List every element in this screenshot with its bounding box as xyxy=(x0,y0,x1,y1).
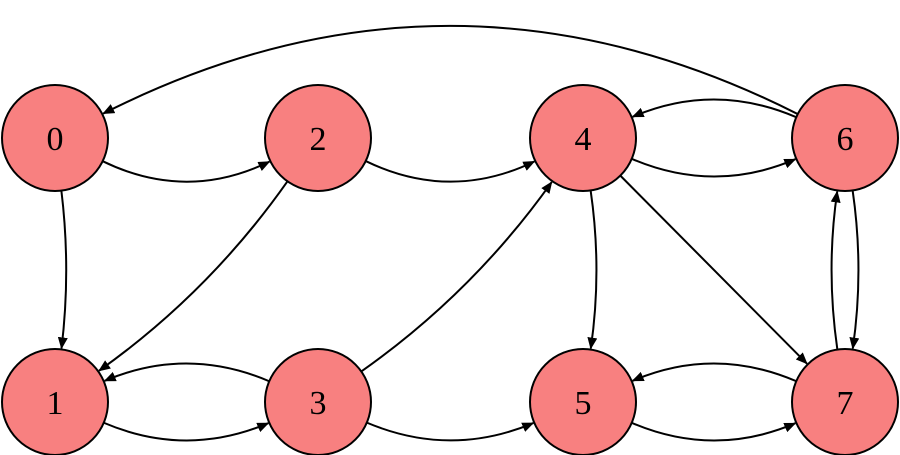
edge-4-to-5 xyxy=(587,190,598,350)
edge-2-to-1 xyxy=(98,180,289,372)
node-7-circle xyxy=(791,348,899,455)
node-7: 7 xyxy=(791,348,899,455)
edge-1-to-3 xyxy=(103,421,270,442)
node-2-circle xyxy=(264,84,372,192)
node-3: 3 xyxy=(264,348,372,455)
node-4-label: 4 xyxy=(575,121,592,158)
node-3-label: 3 xyxy=(310,385,327,422)
edge-6-to-4 xyxy=(631,98,797,119)
node-0-label: 0 xyxy=(47,121,64,158)
edge-5-to-7 xyxy=(631,421,797,442)
node-1: 1 xyxy=(1,348,109,455)
edge-7-to-6 xyxy=(830,190,841,350)
node-1-circle xyxy=(1,348,109,455)
node-2-label: 2 xyxy=(310,121,327,158)
node-1-label: 1 xyxy=(47,385,64,422)
edge-7-to-5 xyxy=(631,362,797,383)
node-6-circle xyxy=(791,84,899,192)
node-5-circle xyxy=(529,348,637,455)
node-4: 4 xyxy=(529,84,637,192)
node-5: 5 xyxy=(529,348,637,455)
edges xyxy=(57,24,860,442)
edge-3-to-5 xyxy=(366,421,535,442)
nodes: 0 1 2 3 4 5 6 7 xyxy=(1,84,899,455)
node-6-label: 6 xyxy=(837,121,854,158)
edge-3-to-4 xyxy=(360,181,553,373)
node-6: 6 xyxy=(791,84,899,192)
edge-2-to-4 xyxy=(365,160,536,183)
node-2: 2 xyxy=(264,84,372,192)
node-4-circle xyxy=(529,84,637,192)
edge-4-to-7 xyxy=(619,174,808,365)
node-3-circle xyxy=(264,348,372,455)
edge-6-to-7 xyxy=(849,190,860,350)
node-0-circle xyxy=(1,84,109,192)
edge-3-to-1 xyxy=(103,362,270,383)
node-7-label: 7 xyxy=(837,385,854,422)
edge-0-to-1 xyxy=(57,190,68,350)
edge-0-to-2 xyxy=(102,160,271,183)
node-5-label: 5 xyxy=(575,385,592,422)
node-0: 0 xyxy=(1,84,109,192)
edge-4-to-6 xyxy=(631,157,797,178)
edge-6-to-0 xyxy=(102,24,799,115)
